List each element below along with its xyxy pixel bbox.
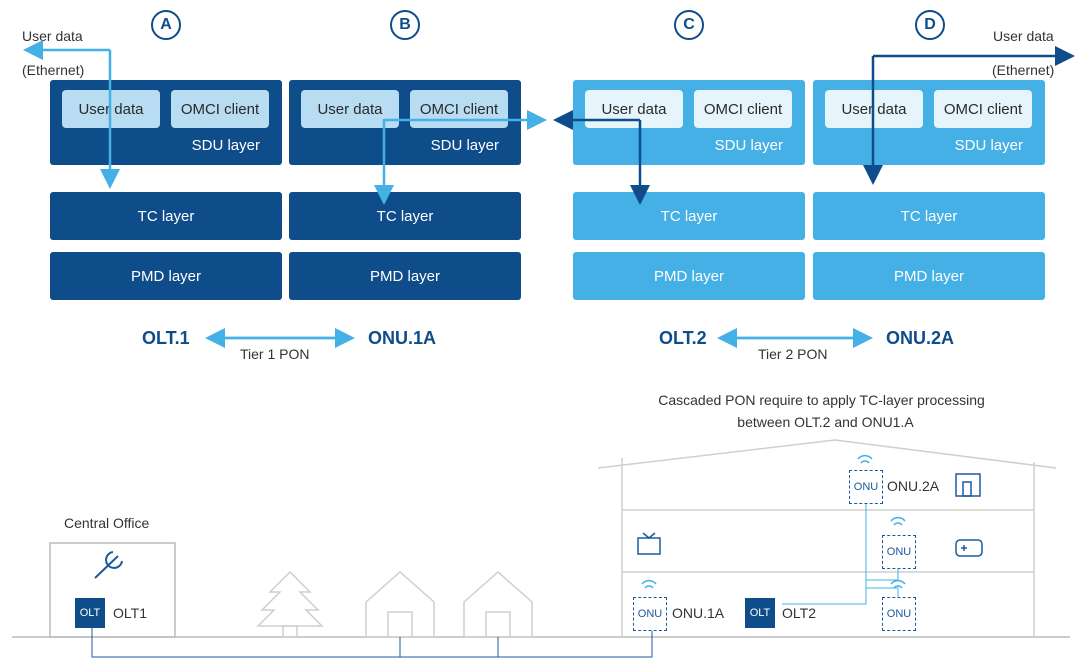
olt1-device-label: OLT1 <box>113 605 147 621</box>
cascade-note-line2: between OLT.2 and ONU1.A <box>737 414 914 430</box>
olt2-device-icon: OLT <box>745 598 775 628</box>
onu2a-device-icon: ONU <box>849 470 883 504</box>
ethernet-right-label: (Ethernet) <box>992 62 1055 78</box>
circle-d: D <box>915 10 945 40</box>
sdu-layer-label: SDU layer <box>430 137 499 154</box>
omci-client-box: OMCI client <box>171 90 269 128</box>
onu2a-node-label: ONU.2A <box>886 328 955 348</box>
sdu-block-onu1a: User data OMCI client SDU layer <box>289 80 521 165</box>
onu-device-icon: ONU <box>882 535 916 569</box>
onu2a-device-label: ONU.2A <box>887 478 940 494</box>
onu-device-icon: ONU <box>882 597 916 631</box>
pmd-layer-olt2: PMD layer <box>573 252 805 300</box>
tc-layer-onu2a: TC layer <box>813 192 1045 240</box>
olt2-device-label: OLT2 <box>782 605 816 621</box>
onu1a-device-icon: ONU <box>633 597 667 631</box>
sdu-layer-label: SDU layer <box>191 137 260 154</box>
tier2-pon-label: Tier 2 PON <box>758 346 828 362</box>
pmd-layer-onu1a: PMD layer <box>289 252 521 300</box>
pmd-layer-olt1: PMD layer <box>50 252 282 300</box>
user-data-box: User data <box>301 90 399 128</box>
sdu-layer-label: SDU layer <box>954 137 1023 154</box>
olt1-node-label: OLT.1 <box>142 328 190 348</box>
cascade-note-line1: Cascaded PON require to apply TC-layer p… <box>658 392 985 408</box>
circle-a: A <box>151 10 181 40</box>
olt2-node-label: OLT.2 <box>659 328 707 348</box>
omci-client-box: OMCI client <box>934 90 1032 128</box>
central-office-label: Central Office <box>64 515 150 531</box>
tier1-pon-label: Tier 1 PON <box>240 346 310 362</box>
tc-layer-onu1a: TC layer <box>289 192 521 240</box>
olt1-device-icon: OLT <box>75 598 105 628</box>
sdu-block-olt2: User data OMCI client SDU layer <box>573 80 805 165</box>
tc-layer-olt2: TC layer <box>573 192 805 240</box>
ethernet-left-label: (Ethernet) <box>22 62 85 78</box>
circle-b: B <box>390 10 420 40</box>
user-data-box: User data <box>585 90 683 128</box>
circle-c: C <box>674 10 704 40</box>
omci-client-box: OMCI client <box>694 90 792 128</box>
user-data-right-label: User data <box>993 28 1054 44</box>
pmd-layer-onu2a: PMD layer <box>813 252 1045 300</box>
omci-client-box: OMCI client <box>410 90 508 128</box>
sdu-layer-label: SDU layer <box>714 137 783 154</box>
tc-layer-olt1: TC layer <box>50 192 282 240</box>
onu1a-device-label: ONU.1A <box>672 605 725 621</box>
onu1a-node-label: ONU.1A <box>368 328 437 348</box>
